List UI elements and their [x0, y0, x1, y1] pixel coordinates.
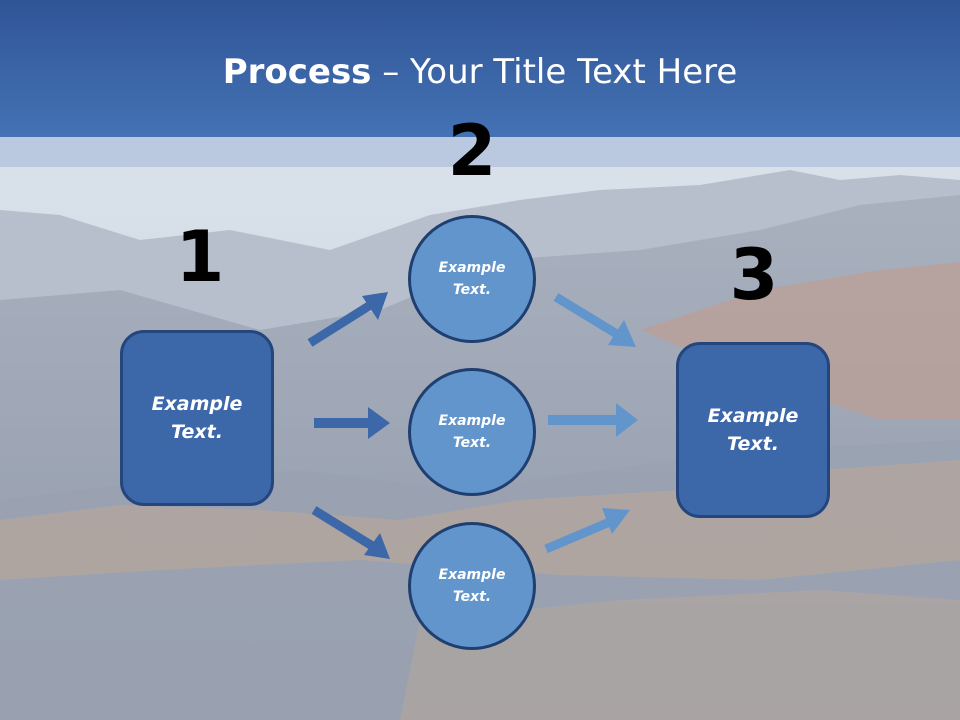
step-1-text: Example Text. — [151, 392, 243, 444]
arrow-1-to-middle — [314, 407, 390, 439]
circle-middle-text: Example Text. — [438, 412, 506, 451]
step-2-circle-middle: Example Text. — [408, 368, 536, 496]
step-3-text: Example Text. — [707, 404, 799, 456]
circle-bottom-text: Example Text. — [438, 566, 506, 605]
arrow-top-to-3 — [553, 293, 636, 347]
step-2-circle-bottom: Example Text. — [408, 522, 536, 650]
title-bar — [0, 0, 960, 137]
slide-title-bold: Process — [222, 52, 372, 92]
title-divider-strip — [0, 137, 960, 167]
step-number-2: 2 — [447, 110, 497, 192]
step-2-circle-top: Example Text. — [408, 215, 536, 343]
circle-top-text: Example Text. — [438, 259, 506, 298]
step-1-box: Example Text. — [120, 330, 274, 506]
step-number-1: 1 — [175, 216, 225, 298]
arrow-1-to-bottom — [311, 506, 390, 559]
arrow-middle-to-3 — [548, 403, 638, 437]
slide-title: Process – Your Title Text Here — [0, 52, 960, 92]
step-number-3: 3 — [729, 234, 779, 316]
slide-title-rest: – Your Title Text Here — [371, 52, 738, 92]
arrow-1-to-top — [307, 292, 388, 347]
step-3-box: Example Text. — [676, 342, 830, 518]
arrow-bottom-to-3 — [544, 508, 630, 554]
